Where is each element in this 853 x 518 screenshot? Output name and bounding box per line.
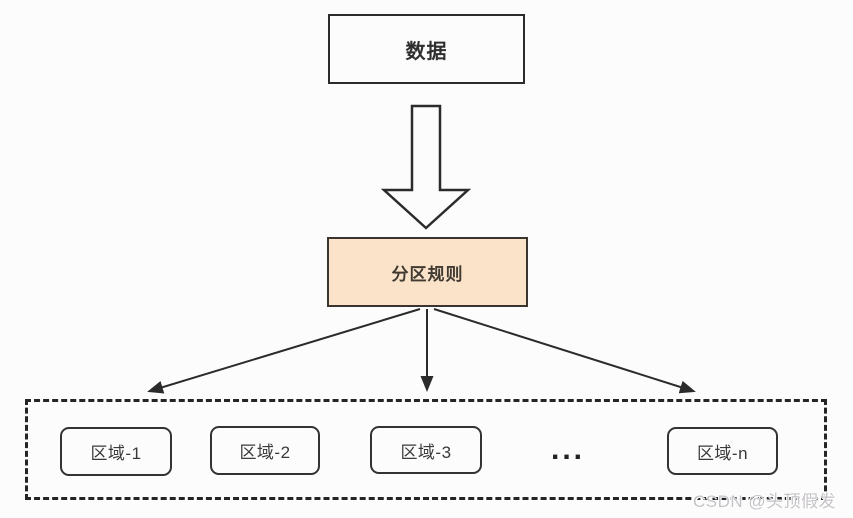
connector-arrow-left bbox=[147, 308, 421, 394]
data-node: 数据 bbox=[328, 14, 525, 84]
region-node-3: 区域-3 bbox=[370, 426, 482, 474]
connector-arrow-right bbox=[433, 308, 696, 394]
partition-rule-node: 分区规则 bbox=[327, 237, 528, 307]
region-2-label: 区域-2 bbox=[239, 443, 291, 462]
big-down-arrow-icon bbox=[380, 104, 472, 230]
region-node-2: 区域-2 bbox=[210, 426, 320, 475]
csdn-watermark: CSDN @头顶假发 bbox=[693, 492, 837, 511]
data-node-label: 数据 bbox=[405, 40, 448, 63]
region-n-label: 区域-n bbox=[696, 443, 749, 463]
region-1-label: 区域-1 bbox=[90, 444, 142, 463]
region-3-label: 区域-3 bbox=[400, 442, 452, 462]
partition-group-container bbox=[25, 399, 827, 500]
region-node-1: 区域-1 bbox=[60, 427, 172, 476]
partition-rule-label: 分区规则 bbox=[391, 264, 464, 284]
region-node-n: 区域-n bbox=[667, 427, 778, 475]
regions-ellipsis: ... bbox=[550, 433, 585, 466]
